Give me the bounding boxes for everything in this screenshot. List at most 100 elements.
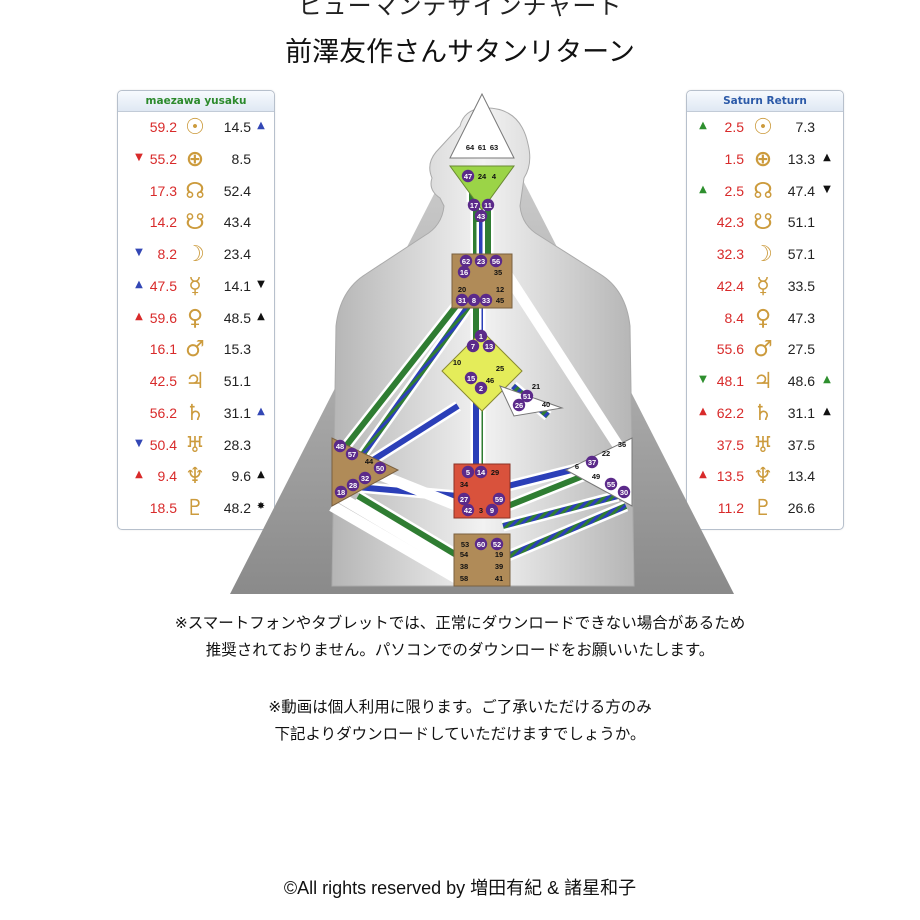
gate-circle: [346, 478, 360, 492]
gate-label: 26: [515, 401, 523, 410]
notice-line-1: ※スマートフォンやタブレットでは、正常にダウンロードできない場合があるため: [174, 614, 746, 632]
planet-row: 14.2☋43.4: [118, 207, 274, 239]
gate-label: 58: [460, 574, 468, 583]
gate-circle: [512, 398, 526, 412]
personality-value: 7.3: [795, 119, 815, 135]
design-arrow: ▲: [699, 120, 707, 131]
planet-row: 59.2☉14.5▲: [118, 112, 274, 144]
gate-label: 27: [460, 495, 468, 504]
personality-value: 15.3: [223, 341, 251, 358]
neptune-icon: ♆: [753, 464, 773, 490]
design-value: 42.3: [716, 214, 744, 231]
design-value: 1.5: [724, 150, 744, 167]
gate-label: 11: [484, 201, 492, 210]
planet-row: ▲47.5☿14.1▼: [118, 271, 274, 303]
gate-label: 56: [492, 257, 500, 266]
personality-value: 27.5: [787, 341, 815, 358]
gate-label: 50: [376, 464, 384, 473]
design-value: 47.5: [149, 277, 177, 294]
gate-label: 15: [467, 374, 475, 383]
neptune-icon: ♆: [185, 464, 205, 490]
gate-label: 19: [495, 550, 503, 559]
personality-arrow: ▲: [257, 469, 265, 481]
planet-row: ▲2.5☉7.3: [687, 112, 843, 144]
design-value: 18.5: [149, 500, 177, 516]
gate-label: 59: [495, 495, 503, 504]
gate-circle: [466, 339, 480, 353]
venus-icon: ♀: [754, 305, 772, 331]
planet-row: 18.5♇48.2✸: [118, 493, 274, 525]
planet-row: 42.4☿33.5: [687, 271, 843, 303]
gate-circle: [358, 471, 372, 485]
design-value: 2.5: [724, 119, 744, 135]
mars-icon: ♂: [185, 337, 205, 363]
gate-label: 52: [493, 540, 501, 549]
personality-value: 48.5: [223, 309, 251, 326]
planet-row: 17.3☊52.4: [118, 176, 274, 208]
personality-value: 14.1: [223, 277, 251, 294]
design-value: 8.4: [724, 309, 744, 326]
uranus-icon: ♅: [185, 432, 205, 458]
design-value: 2.5: [724, 182, 744, 199]
design-arrow: ▼: [135, 437, 143, 449]
sun-icon: ☉: [185, 115, 205, 140]
planet-row: 1.5⊕13.3▲: [687, 144, 843, 176]
personality-value: 23.4: [223, 246, 251, 262]
gate-label: 49: [592, 472, 600, 481]
mars-icon: ♂: [753, 337, 773, 363]
personality-arrow: ▲: [257, 120, 265, 131]
personality-value: 31.1: [787, 404, 815, 421]
design-arrow: ▼: [135, 247, 143, 258]
design-value: 9.4: [157, 468, 177, 485]
gate-circle: [461, 465, 475, 479]
earth-icon: ⊕: [753, 146, 773, 172]
gate-circle: [467, 293, 481, 307]
personality-value: 57.1: [787, 246, 815, 262]
planet-row: ▲9.4♆9.6▲: [118, 461, 274, 493]
design-value: 16.1: [149, 341, 177, 358]
gate-label: 42: [464, 506, 472, 515]
gate-circle: [461, 503, 475, 517]
gate-label: 61: [478, 143, 486, 152]
gate-label: 20: [458, 285, 466, 294]
personality-arrow: ▲: [823, 374, 831, 385]
saturn-icon: ♄: [185, 400, 205, 426]
planet-row: ▼48.1♃48.6▲: [687, 366, 843, 398]
design-arrow: ▲: [699, 405, 707, 417]
channel-32-54: [356, 493, 460, 559]
channel-28-38-outline: [335, 491, 459, 571]
design-arrow: ▲: [135, 469, 143, 481]
gate-circle: [485, 503, 499, 517]
gate-circle: [492, 492, 506, 506]
gate-label: 44: [365, 457, 374, 466]
planet-row: ▼8.2☽23.4: [118, 239, 274, 271]
south-node-icon: ☋: [753, 210, 773, 236]
gate-label: 25: [496, 364, 504, 373]
earth-icon: ⊕: [185, 146, 205, 172]
gate-circle: [585, 455, 599, 469]
gate-label: 38: [460, 562, 468, 571]
head-center: [449, 92, 515, 159]
personality-arrow: ▲: [823, 151, 831, 163]
gate-circle: [604, 477, 618, 491]
planet-row: 8.4♀47.3: [687, 303, 843, 335]
gate-label: 33: [482, 296, 490, 305]
design-value: 32.3: [716, 246, 744, 262]
personality-value: 43.4: [223, 214, 251, 231]
personality-arrow: ▲: [257, 310, 265, 322]
planet-row: 37.5♅37.5: [687, 430, 843, 462]
personality-arrow: ▼: [257, 278, 265, 290]
gate-label: 28: [349, 481, 357, 490]
gate-label: 35: [494, 268, 502, 277]
gate-label: 21: [532, 382, 540, 391]
design-value: 42.4: [716, 277, 744, 294]
channel-45-21-outline: [503, 273, 633, 464]
gate-circle: [461, 169, 475, 183]
copyright-footer: ©All rights reserved by 増田有紀 & 諸星和子: [283, 878, 637, 898]
gate-label: 45: [496, 296, 504, 305]
design-value: 55.2: [149, 150, 177, 167]
channel-55-39: [502, 493, 619, 529]
planet-row: 11.2♇26.6: [687, 493, 843, 525]
